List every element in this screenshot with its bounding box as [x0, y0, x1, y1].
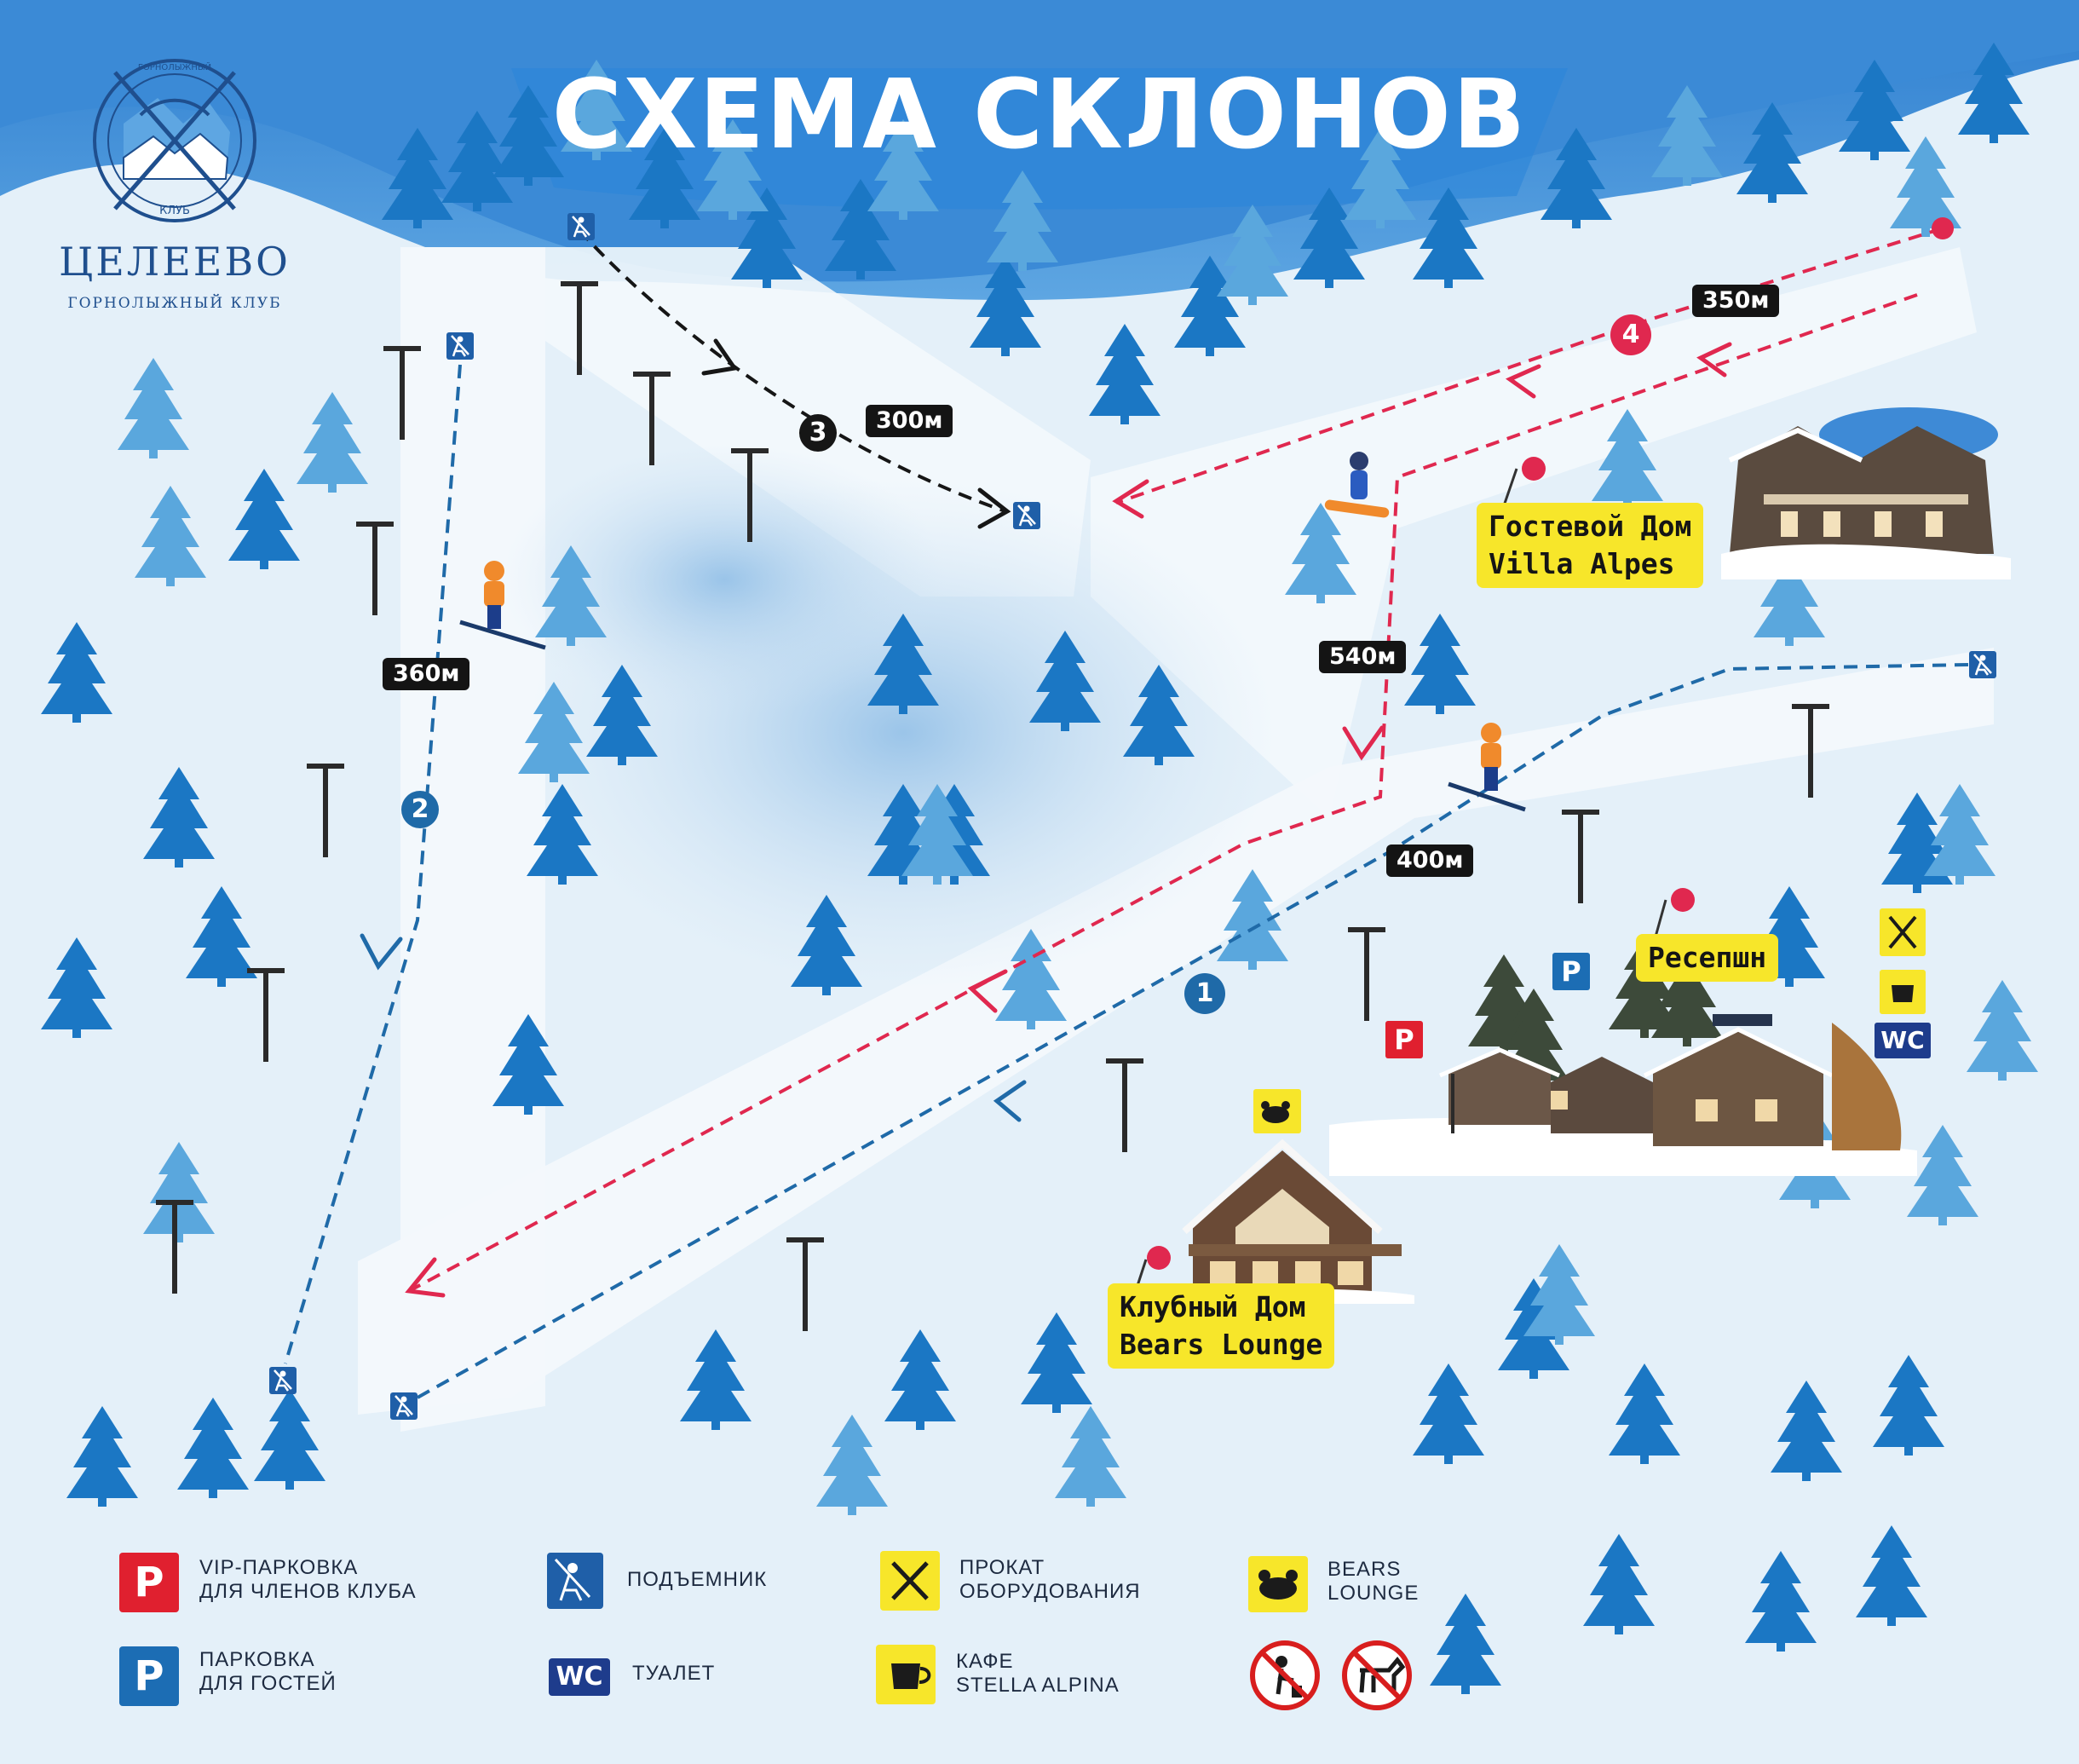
slope-1-length: 400м	[1386, 845, 1474, 877]
legend-bears-line2: LOUNGE	[1327, 1582, 1420, 1605]
legend-bears-lounge: BEARS LOUNGE	[1327, 1558, 1419, 1605]
slope-1-number: 1	[1195, 978, 1214, 1008]
legend-vip-parking-line2: ДЛЯ ЧЛЕНОВ КЛУБА	[199, 1580, 417, 1603]
legend-guest-parking-line1: ПАРКОВКА	[199, 1648, 315, 1671]
legend-wc-icon: WC	[556, 1662, 603, 1692]
legend-rental-line1: ПРОКАТ	[959, 1556, 1045, 1579]
place-villa-alpes-line1: Гостевой Дом	[1489, 510, 1692, 543]
place-bears-lounge[interactable]: Клубный Дом Bears Lounge	[1108, 1283, 1335, 1369]
legend-guest-parking-icon: P	[134, 1652, 164, 1700]
page-title: СХЕМА СКЛОНОВ	[551, 60, 1528, 170]
vip-parking-map-icon[interactable]: P	[1394, 1023, 1414, 1056]
legend-cafe-line2: STELLA ALPINA	[956, 1674, 1120, 1697]
bears-lounge-building	[1176, 1139, 1414, 1304]
legend-rental: ПРОКАТ ОБОРУДОВАНИЯ	[959, 1556, 1141, 1604]
slope-3-number: 3	[809, 418, 827, 447]
reception-buildings	[1329, 937, 1917, 1176]
place-villa-alpes[interactable]: Гостевой Дом Villa Alpes	[1477, 503, 1704, 588]
legend-cafe-line1: КАФЕ	[956, 1650, 1014, 1673]
slope-2-length: 360м	[383, 658, 470, 690]
villa-alpes-building	[1721, 407, 2011, 579]
legend-lift: ПОДЪЕМНИК	[627, 1568, 767, 1592]
place-villa-alpes-line2: Villa Alpes	[1489, 547, 1675, 580]
place-bears-lounge-line1: Клубный Дом	[1120, 1290, 1306, 1323]
legend-rental-line2: ОБОРУДОВАНИЯ	[959, 1580, 1141, 1603]
skier-figures	[459, 452, 1526, 812]
legend-vip-parking-line1: VIP-ПАРКОВКА	[199, 1556, 359, 1579]
legend-wc-line1: ТУАЛЕТ	[632, 1662, 716, 1685]
legend-wc: ТУАЛЕТ	[632, 1662, 715, 1686]
logo-ring-bottom: КЛУБ	[159, 205, 190, 217]
legend-vip-parking: VIP-ПАРКОВКА ДЛЯ ЧЛЕНОВ КЛУБА	[199, 1556, 417, 1604]
slope-4-length: 350м	[1692, 285, 1780, 317]
legend-bears-line1: BEARS	[1327, 1558, 1402, 1581]
no-littering-icon	[1250, 1640, 1320, 1710]
place-reception-label: Ресепшн	[1648, 941, 1767, 974]
logo-subtitle: ГОРНОЛЫЖНЫЙ КЛУБ	[67, 295, 282, 312]
guest-parking-map-icon[interactable]: P	[1561, 955, 1581, 988]
slope-3-length: 300м	[866, 405, 953, 437]
wc-map-icon[interactable]: WC	[1880, 1026, 1925, 1054]
slope-4-number: 4	[1621, 320, 1640, 349]
club-logo	[93, 59, 256, 222]
legend-lift-line1: ПОДЪЕМНИК	[627, 1568, 768, 1591]
legend-vip-parking-icon: P	[134, 1559, 164, 1606]
place-reception[interactable]: Ресепшн	[1636, 934, 1779, 982]
legend-guest-parking-line2: ДЛЯ ГОСТЕЙ	[199, 1672, 337, 1695]
logo-name: ЦЕЛЕЕВО	[59, 239, 291, 285]
slope-2-number: 2	[411, 794, 429, 824]
segment-length: 540м	[1319, 641, 1407, 673]
place-bears-lounge-line2: Bears Lounge	[1120, 1328, 1323, 1361]
no-dogs-icon	[1342, 1640, 1412, 1710]
logo-ring-top: ГОРНОЛЫЖНЫЙ	[137, 63, 212, 72]
legend-cafe: КАФЕ STELLA ALPINA	[956, 1650, 1120, 1698]
legend-guest-parking: ПАРКОВКА ДЛЯ ГОСТЕЙ	[199, 1648, 337, 1696]
